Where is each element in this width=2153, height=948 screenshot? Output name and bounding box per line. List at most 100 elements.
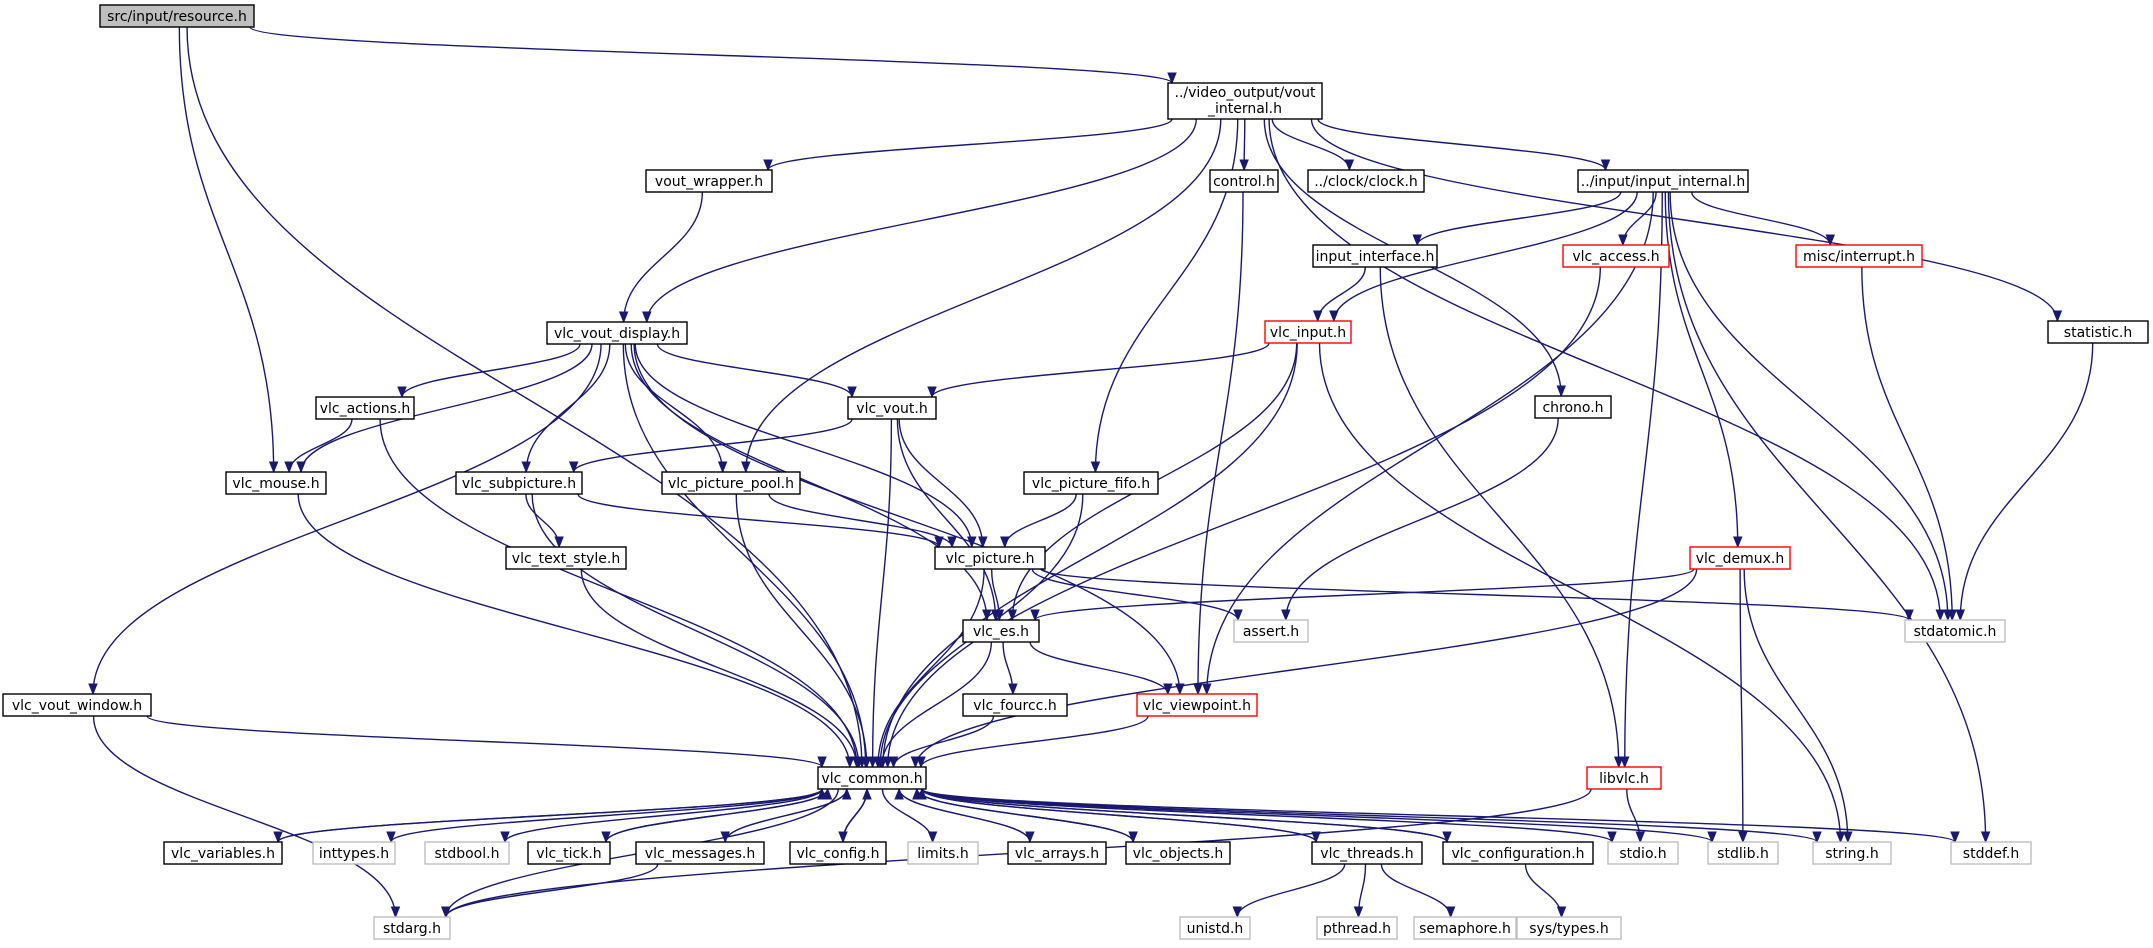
edge-vout-to-subpic: [568, 418, 853, 474]
node-box: [1125, 841, 1231, 865]
node-vlc-viewpoint-h[interactable]: vlc_viewpoint.h: [1136, 693, 1258, 717]
node-box: [2047, 320, 2149, 344]
edge-chrono-to-assert: [1281, 417, 1559, 622]
edge-arrowhead: [1738, 831, 1748, 844]
edge-vout_int-to-ppool: [741, 118, 1222, 474]
node-vout-wrapper-h[interactable]: vout_wrapper.h: [645, 169, 773, 193]
edge-pfifo-to-picture: [1000, 493, 1077, 549]
node-vlc-common-h[interactable]: vlc_common.h: [817, 766, 927, 790]
edge-line: [1034, 568, 1695, 621]
node-vlc-picture-h[interactable]: vlc_picture.h: [934, 546, 1046, 570]
edge-line: [1040, 568, 1910, 621]
node-vlc-vout-display-h[interactable]: vlc_vout_display.h: [546, 321, 688, 345]
edge-line: [630, 343, 988, 621]
edge-vd-to-vout: [656, 343, 857, 399]
edge-input_int-to-interrupt: [1691, 191, 1835, 247]
node-box: [1904, 619, 2006, 643]
edge-input_int-to-libvlc: [1619, 191, 1663, 769]
node-vlc-text-style-h[interactable]: vlc_text_style.h: [505, 546, 627, 570]
node-vlc-objects-h[interactable]: vlc_objects.h: [1125, 841, 1231, 865]
edge-line: [1004, 493, 1077, 548]
node-vlc-vout-window-h[interactable]: vlc_vout_window.h: [2, 693, 152, 717]
edge-subpic-to-textstyle: [525, 493, 564, 549]
edge-picture-to-stdatomic: [1040, 568, 1914, 622]
edge-actions-to-common: [379, 418, 862, 769]
node-vlc-es-h[interactable]: vlc_es.h: [962, 619, 1040, 643]
edge-window-to-stdarg: [92, 715, 401, 919]
node-input-input-internal-h[interactable]: ../input/input_internal.h: [1577, 169, 1749, 193]
node-label: misc/interrupt.h: [1803, 249, 1915, 265]
node-box: [1264, 320, 1352, 344]
node-vlc-subpicture-h[interactable]: vlc_subpicture.h: [455, 471, 583, 495]
node-vlc-actions-h[interactable]: vlc_actions.h: [315, 396, 415, 420]
node-label: vlc_messages.h: [645, 846, 755, 862]
node-box: [1179, 916, 1251, 940]
node-label: pthread.h: [1323, 921, 1391, 937]
edge-vd-to-picture: [634, 343, 977, 549]
node-video-output-vout-internal-h[interactable]: ../video_output/vout_internal.h: [1167, 82, 1323, 120]
edge-line: [1743, 568, 1849, 843]
edge-threads-to-pthread: [1353, 863, 1367, 919]
node-vlc-configuration-h[interactable]: vlc_configuration.h: [1442, 841, 1594, 865]
node-vlc-threads-h[interactable]: vlc_threads.h: [1311, 841, 1423, 865]
edge-arrowhead: [618, 311, 629, 324]
node-vlc-variables-h[interactable]: vlc_variables.h: [163, 841, 283, 865]
node-box: [225, 471, 327, 495]
edge-line: [1333, 191, 1638, 322]
node-label: assert.h: [1243, 624, 1299, 640]
edge-arrowhead: [1619, 756, 1630, 769]
edge-line: [1669, 191, 1949, 621]
node-chrono-h[interactable]: chrono.h: [1534, 395, 1612, 419]
edge-line: [916, 788, 1134, 843]
edge-variables-to-common: [277, 787, 827, 843]
edge-arrowhead: [88, 683, 98, 696]
edge-arrowhead: [1950, 831, 1960, 844]
node-box: [1607, 841, 1679, 865]
node-label: vlc_picture.h: [945, 551, 1034, 567]
node-vlc-arrays-h[interactable]: vlc_arrays.h: [1007, 841, 1107, 865]
node-vlc-fourcc-h[interactable]: vlc_fourcc.h: [962, 693, 1068, 717]
node-vlc-picture-pool-h[interactable]: vlc_picture_pool.h: [661, 471, 801, 495]
node-vlc-picture-fifo-h[interactable]: vlc_picture_fifo.h: [1023, 471, 1159, 495]
node-label: sys/types.h: [1529, 921, 1608, 937]
edge-arrowhead: [1090, 461, 1101, 474]
edge-arrowhead: [1128, 831, 1138, 844]
edge-vout_int-to-control: [1239, 118, 1249, 172]
node-box: [1023, 471, 1159, 495]
edge-arrowhead: [601, 831, 611, 844]
edge-arrowhead: [1233, 609, 1243, 622]
node-input-interface-h[interactable]: input_interface.h: [1312, 244, 1438, 268]
node-stddef-h: stddef.h: [1950, 841, 2032, 865]
edge-vout_int-to-vout_wrap: [763, 118, 1173, 172]
node-clock-clock-h[interactable]: ../clock/clock.h: [1307, 169, 1425, 193]
node-vlc-access-h[interactable]: vlc_access.h: [1562, 244, 1670, 268]
node-label: src/input/resource.h: [107, 9, 247, 25]
node-misc-interrupt-h[interactable]: misc/interrupt.h: [1795, 244, 1923, 268]
node-label: vlc_picture_fifo.h: [1032, 476, 1150, 492]
edge-line: [1029, 641, 1169, 695]
edge-common-to-string: [921, 788, 1822, 844]
node-control-h[interactable]: control.h: [1209, 169, 1279, 193]
edge-arrowhead: [862, 756, 872, 769]
edge-arrowhead: [1353, 906, 1364, 919]
node-box: [817, 766, 927, 790]
node-label: stdio.h: [1619, 846, 1666, 862]
edge-arrowhead: [1618, 234, 1628, 247]
node-vlc-messages-h[interactable]: vlc_messages.h: [635, 841, 765, 865]
node-sys-types-h: sys/types.h: [1516, 916, 1622, 940]
node-label: vlc_text_style.h: [512, 551, 620, 567]
node-box: [1707, 841, 1779, 865]
node-vlc-tick-h[interactable]: vlc_tick.h: [527, 841, 611, 865]
node-libvlc-h[interactable]: libvlc.h: [1586, 766, 1662, 790]
edge-line: [1861, 266, 1953, 621]
node-vlc-config-h[interactable]: vlc_config.h: [789, 841, 887, 865]
node-statistic-h[interactable]: statistic.h: [2047, 320, 2149, 344]
node-label: vlc_config.h: [796, 846, 879, 862]
node-vlc-demux-h[interactable]: vlc_demux.h: [1689, 546, 1791, 570]
edge-es-to-common: [876, 641, 993, 769]
node-vlc-mouse-h[interactable]: vlc_mouse.h: [225, 471, 327, 495]
node-vlc-input-h[interactable]: vlc_input.h: [1264, 320, 1352, 344]
edge-arrowhead: [1614, 756, 1624, 769]
node-vlc-vout-h[interactable]: vlc_vout.h: [847, 396, 937, 420]
node-src-input-resource-h[interactable]: src/input/resource.h: [99, 4, 255, 28]
